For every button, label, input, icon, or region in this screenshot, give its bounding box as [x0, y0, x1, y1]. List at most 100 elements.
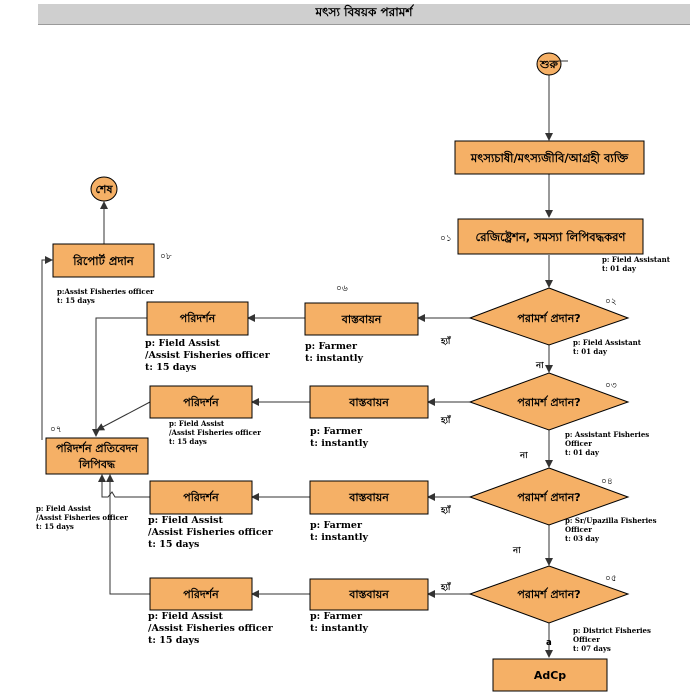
svg-text:Officer: Officer: [565, 439, 592, 448]
visit-report-box: পরিদর্শন প্রতিবেদন লিপিবদ্ধ: [45, 437, 149, 475]
implement-3-label: বাস্তবায়ন: [348, 491, 389, 504]
no-label-2: না: [519, 451, 528, 461]
decision-4: পরামর্শ প্রদান?: [468, 565, 630, 624]
note-visit-3: p: Field Assist /Assist Fisheries office…: [148, 515, 274, 550]
step-number-07: ০৭: [50, 425, 62, 435]
svg-text:p: Field Assistant: p: Field Assistant: [602, 255, 671, 264]
decision-4-label: পরামর্শ প্রদান?: [517, 587, 580, 601]
yes-label-1: হ্যাঁ: [440, 334, 451, 347]
report-box: রিপোর্ট প্রদান: [52, 243, 155, 278]
bottom-box: AdCp: [492, 658, 608, 692]
yes-label-4: হ্যাঁ: [440, 580, 451, 593]
svg-text:p: Assistant Fisheries: p: Assistant Fisheries: [565, 430, 649, 439]
visit-2-label: পরিদর্শন: [183, 395, 219, 409]
arrow-visit3-visitreport: [98, 474, 150, 498]
step-number-04: ০৪: [601, 477, 613, 487]
step-number-08: ০৮: [160, 252, 172, 262]
visit-3-label: পরিদর্শন: [183, 490, 219, 504]
step-number-01: ০১: [440, 234, 452, 244]
start-node: শুরু: [536, 52, 568, 76]
page-title: মৎস্য বিষয়ক পরামর্শ: [315, 5, 413, 19]
bottom-box-label: AdCp: [534, 669, 566, 682]
svg-text:p: Farmer: p: Farmer: [310, 520, 363, 531]
svg-text:t: 01 day: t: 01 day: [565, 448, 600, 457]
implement-1-label: বাস্তবায়ন: [341, 313, 382, 326]
implement-box-1: বাস্তবায়ন: [304, 302, 419, 336]
visit-report-label-line2: লিপিবদ্ধ: [78, 457, 116, 471]
implement-box-3: বাস্তবায়ন: [309, 480, 429, 515]
end-node: শেষ: [90, 176, 118, 202]
svg-text:/Assist Fisheries officer: /Assist Fisheries officer: [169, 428, 261, 437]
svg-text:t: 01 day: t: 01 day: [573, 347, 608, 356]
svg-text:t: instantly: t: instantly: [310, 532, 369, 543]
note-visit-2: p: Field Assist /Assist Fisheries office…: [169, 419, 261, 446]
farmer-box: মৎস্যচাষী/মৎস্যজীবি/আগ্রহী ব্যক্তি: [454, 140, 645, 175]
svg-text:t: 15 days: t: 15 days: [169, 437, 207, 446]
a-label: a: [546, 638, 552, 648]
svg-text:t: 01 day: t: 01 day: [602, 264, 637, 273]
svg-text:Officer: Officer: [565, 525, 592, 534]
svg-text:t: 15 days: t: 15 days: [148, 539, 199, 550]
step-number-02: ০২: [605, 297, 617, 307]
no-label-3: না: [512, 546, 521, 556]
visit-box-4: পরিদর্শন: [149, 577, 253, 611]
svg-text:t: 15 days: t: 15 days: [57, 296, 95, 305]
svg-text:/Assist Fisheries officer: /Assist Fisheries officer: [148, 623, 274, 634]
svg-text:t: 15 days: t: 15 days: [145, 362, 196, 373]
svg-text:t: instantly: t: instantly: [310, 438, 369, 449]
page-title-bar: মৎস্য বিষয়ক পরামর্শ: [38, 4, 690, 25]
note-decision-3: p: Sr/Upazilla Fisheries Officer t: 03 d…: [565, 516, 657, 543]
visit-1-label: পরিদর্শন: [180, 311, 216, 325]
note-implement-2: p: Farmer t: instantly: [310, 426, 369, 449]
svg-text:/Assist Fisheries officer: /Assist Fisheries officer: [145, 350, 271, 361]
svg-text:p: Farmer: p: Farmer: [305, 341, 358, 352]
svg-text:p: District Fisheries: p: District Fisheries: [573, 626, 651, 635]
implement-box-2: বাস্তবায়ন: [309, 385, 429, 419]
visit-report-label-line1: পরিদর্শন প্রতিবেদন: [56, 441, 138, 455]
svg-text:p: Field Assistant: p: Field Assistant: [573, 338, 642, 347]
decision-2-label: পরামর্শ প্রদান?: [517, 395, 580, 409]
note-visit-1: p: Field Assist /Assist Fisheries office…: [145, 338, 271, 373]
end-label: শেষ: [95, 183, 113, 196]
svg-text:t: instantly: t: instantly: [305, 353, 364, 364]
svg-text:t: 15 days: t: 15 days: [36, 522, 74, 531]
note-visit-report: p: Field Assist /Assist Fisheries office…: [36, 504, 128, 531]
svg-text:/Assist Fisheries officer: /Assist Fisheries officer: [148, 527, 274, 538]
no-label-1: না: [535, 361, 544, 371]
report-label: রিপোর্ট প্রদান: [72, 253, 135, 268]
implement-4-label: বাস্তবায়ন: [348, 588, 389, 601]
note-decision-2: p: Assistant Fisheries Officer t: 01 day: [565, 430, 649, 457]
svg-text:p: Field Assist: p: Field Assist: [145, 338, 220, 349]
note-decision-1: p: Field Assistant t: 01 day: [573, 338, 642, 356]
svg-text:p: Field Assist: p: Field Assist: [148, 611, 223, 622]
yes-label-2: হ্যাঁ: [440, 413, 451, 426]
decision-1: পরামর্শ প্রদান?: [468, 287, 630, 346]
svg-text:p:Assist Fisheries officer: p:Assist Fisheries officer: [57, 287, 154, 296]
note-report: p:Assist Fisheries officer t: 15 days: [57, 287, 154, 305]
edge-labels: হ্যাঁ হ্যাঁ হ্যাঁ হ্যাঁ না না না a: [440, 334, 552, 648]
svg-text:/Assist Fisheries officer: /Assist Fisheries officer: [36, 513, 128, 522]
svg-text:t: 07 days: t: 07 days: [573, 644, 611, 653]
decision-3: পরামর্শ প্রদান?: [468, 467, 630, 526]
svg-text:p: Field Assist: p: Field Assist: [36, 504, 92, 513]
svg-text:p: Field Assist: p: Field Assist: [169, 419, 225, 428]
visit-box-3: পরিদর্শন: [149, 480, 253, 515]
svg-text:t: 03 day: t: 03 day: [565, 534, 600, 543]
step-number-05: ০৫: [605, 574, 617, 584]
note-implement-1: p: Farmer t: instantly: [305, 341, 364, 364]
svg-text:t: 15 days: t: 15 days: [148, 635, 199, 646]
connectors: [41, 75, 553, 658]
step-numbers: ০১ ০২ ০৩ ০৪ ০৫ ০৬ ০৭ ০৮: [50, 234, 617, 584]
visit-box-1: পরিদর্শন: [146, 301, 249, 336]
svg-text:p: Farmer: p: Farmer: [310, 426, 363, 437]
svg-text:p: Field Assist: p: Field Assist: [148, 515, 223, 526]
implement-box-4: বাস্তবায়ন: [309, 578, 429, 611]
svg-text:p: Sr/Upazilla Fisheries: p: Sr/Upazilla Fisheries: [565, 516, 657, 525]
start-label: শুরু: [539, 58, 558, 71]
registration-label: রেজিষ্ট্রেশন, সমস্যা লিপিবদ্ধকরণ: [476, 229, 627, 244]
note-visit-4: p: Field Assist /Assist Fisheries office…: [148, 611, 274, 646]
decision-2: পরামর্শ প্রদান?: [468, 372, 630, 431]
decision-1-label: পরামর্শ প্রদান?: [517, 311, 580, 325]
arrow-visitreport-report: [41, 256, 53, 440]
